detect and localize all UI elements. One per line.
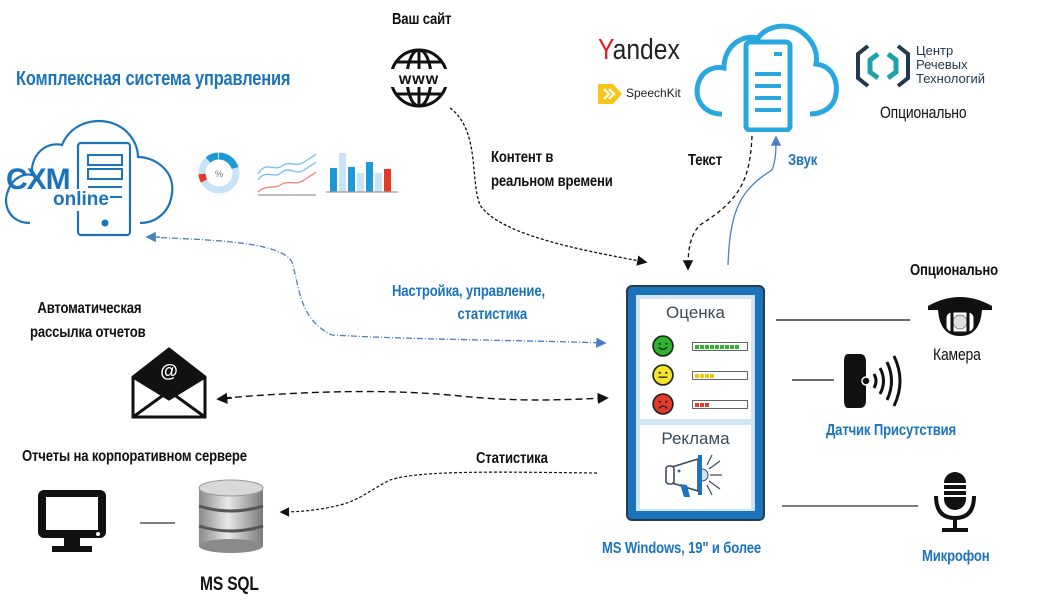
control-flow-label-line2: статистика (457, 306, 528, 323)
speech-tech-center-name: Центр Речевых Технологий (916, 44, 985, 86)
reports-label: Отчеты на корпоративном сервере (22, 448, 247, 465)
rating-bar-segment (710, 373, 714, 378)
globe-www-icon[interactable]: www (388, 47, 450, 109)
crt-line2: Речевых (916, 57, 968, 72)
rating-bar-segment (705, 344, 709, 349)
sound-flow-label: Звук (788, 152, 818, 169)
email-label-line2: рассылка отчетов (30, 324, 146, 341)
camera-icon (928, 297, 992, 336)
camera-optional-label: Опционально (910, 262, 999, 279)
happy-face-icon[interactable] (652, 335, 674, 357)
rating-panel: Оценка (640, 299, 751, 419)
speech-optional-label: Опционально (880, 103, 967, 122)
db-label: MS SQL (200, 574, 259, 595)
speechkit-label: SpeechKit (626, 86, 681, 100)
cxm-brand-sub: online (52, 189, 110, 211)
rating-bar-segment (700, 402, 704, 407)
speech-cloud-icon (694, 23, 839, 132)
presence-sensor-icon (844, 354, 902, 408)
rating-bar (692, 400, 748, 409)
text-flow-label: Текст (688, 152, 722, 169)
rating-bar-segment (715, 344, 719, 349)
content-flow-label: Контент в реальном времени (491, 146, 613, 194)
www-text: www (398, 71, 439, 88)
camera-label: Камера (933, 345, 981, 364)
donut-chart-icon: % (198, 152, 240, 194)
megaphone-icon (665, 454, 722, 497)
speechkit-icon (598, 84, 622, 104)
kiosk-caption: MS Windows, 19" и более (602, 540, 762, 557)
sad-face-icon[interactable] (652, 393, 674, 415)
text-arrow (682, 135, 753, 271)
content-flow-label-line2: реальном времени (491, 173, 613, 190)
rating-bar (692, 342, 748, 351)
rating-bar-segment (700, 373, 704, 378)
rating-row[interactable] (640, 364, 751, 386)
kiosk-screen: Оценка Реклама (626, 285, 765, 521)
neutral-face-icon[interactable] (652, 364, 674, 386)
ad-title: Реклама (661, 429, 730, 448)
content-arrow (449, 107, 648, 266)
rating-bar-segment (705, 402, 709, 407)
presence-sensor-label: Датчик Присутствия (826, 422, 957, 439)
rating-bar-segment (700, 344, 704, 349)
rating-bar-segment (705, 373, 709, 378)
email-label: Автоматическая рассылка отчетов (30, 297, 146, 345)
rating-bar-segment (725, 344, 729, 349)
email-label-line1: Автоматическая (37, 300, 142, 317)
rating-bar-segment (710, 344, 714, 349)
rating-bar-segment (735, 344, 739, 349)
page-title: Комплексная система управления (16, 68, 291, 90)
email-envelope-icon[interactable]: @ (131, 347, 207, 419)
svg-text:@: @ (160, 361, 178, 381)
rating-row[interactable] (640, 393, 751, 415)
ad-panel: Реклама (640, 425, 751, 509)
line-chart-icon (257, 153, 317, 196)
yandex-logo: Yandex (598, 34, 680, 66)
control-arrow (149, 236, 607, 348)
email-arrow (223, 390, 609, 404)
rating-bar-segment (695, 344, 699, 349)
content-flow-label-line1: Контент в (491, 149, 554, 166)
microphone-label: Микрофон (922, 548, 990, 565)
stats-flow-label: Статистика (476, 450, 548, 467)
donut-label: % (215, 169, 223, 179)
control-flow-label: Настройка, управление, статистика (392, 280, 545, 326)
crt-line3: Технологий (916, 71, 986, 86)
rating-row[interactable] (640, 335, 751, 357)
microphone-icon (934, 472, 976, 532)
database-icon (198, 479, 264, 553)
crt-line1: Центр (916, 43, 954, 58)
monitor-icon (38, 490, 106, 552)
rating-bar-segment (695, 373, 699, 378)
rating-bar (692, 371, 748, 380)
sound-arrow (727, 135, 782, 266)
rating-bar-segment (720, 344, 724, 349)
yandex-label: andex (612, 34, 680, 66)
rating-bar-segment (730, 344, 734, 349)
control-flow-label-line1: Настройка, управление, (392, 283, 545, 300)
bar-chart-icon (326, 153, 398, 193)
rating-bar-segment (695, 402, 699, 407)
rating-title: Оценка (666, 303, 725, 322)
website-label: Ваш сайт (392, 11, 452, 28)
speech-tech-center-logo (856, 44, 910, 88)
stats-arrow (279, 471, 598, 517)
